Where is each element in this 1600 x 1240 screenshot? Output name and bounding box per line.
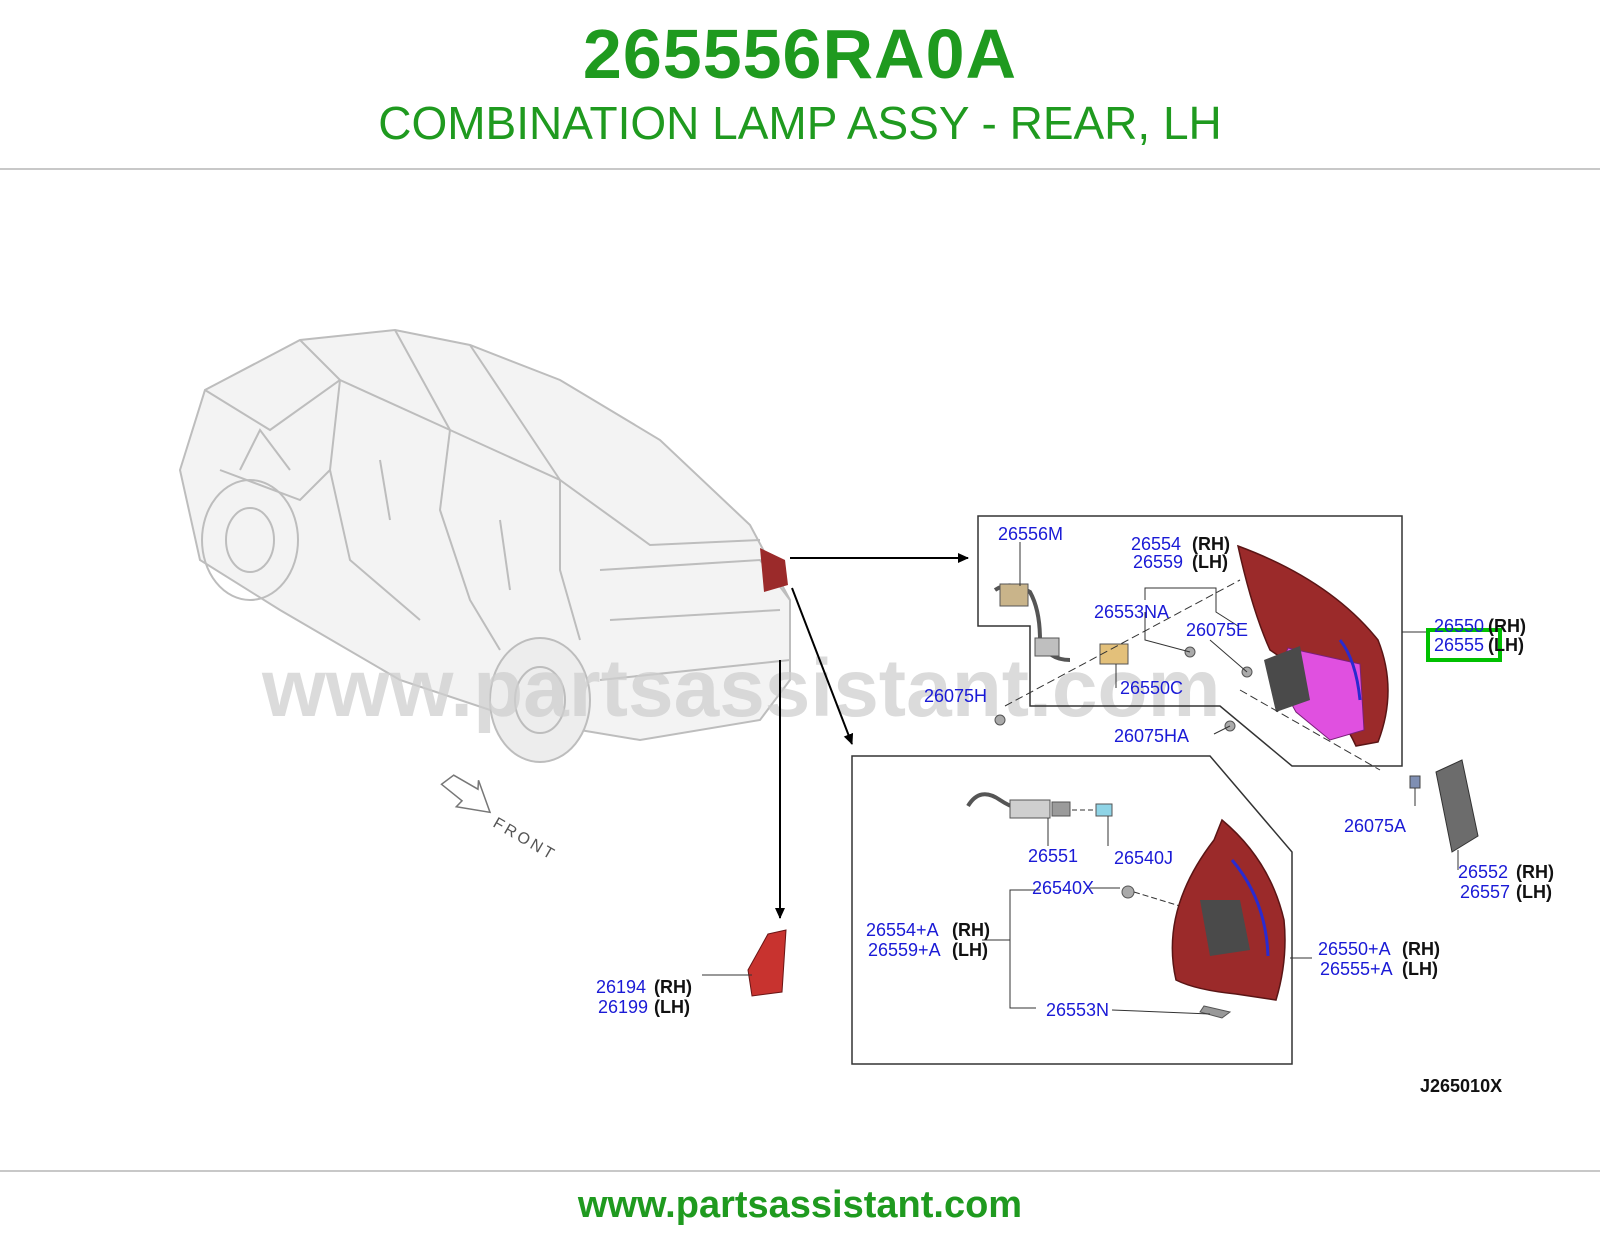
label-26199-lh: (LH) <box>654 997 690 1017</box>
header: 265556RA0A COMBINATION LAMP ASSY - REAR,… <box>0 0 1600 170</box>
label-26559A-lh: (LH) <box>952 940 988 960</box>
label-26555A: 26555+A <box>1320 959 1393 979</box>
label-26075A: 26075A <box>1344 816 1406 836</box>
footer-url-link[interactable]: www.partsassistant.com <box>577 1184 1023 1226</box>
highlight-box <box>1426 628 1502 662</box>
label-26552: 26552 <box>1458 862 1508 882</box>
label-26540X: 26540X <box>1032 878 1094 898</box>
part-number-title: 265556RA0A <box>582 15 1018 93</box>
label-26559-lh: (LH) <box>1192 552 1228 572</box>
label-26554A: 26554+A <box>866 920 939 940</box>
label-26075E: 26075E <box>1186 620 1248 640</box>
label-26540J: 26540J <box>1114 848 1173 868</box>
label-26199: 26199 <box>598 997 648 1017</box>
bolt-26075A <box>1409 775 1421 806</box>
label-26550A: 26550+A <box>1318 939 1391 959</box>
label-26550A-rh: (RH) <box>1402 939 1440 959</box>
label-26552-rh: (RH) <box>1516 862 1554 882</box>
watermark: www.partsassistant.com <box>261 643 1221 734</box>
rear-reflector <box>702 929 787 997</box>
label-26551: 26551 <box>1028 846 1078 866</box>
vehicle-illustration <box>178 328 791 763</box>
diagram-code: J265010X <box>1420 1076 1502 1096</box>
label-26555A-lh: (LH) <box>1402 959 1438 979</box>
label-26194-rh: (RH) <box>654 977 692 997</box>
arrow-to-lower-box <box>791 587 854 745</box>
lower-detail-box <box>851 755 1312 1065</box>
rear-combination-lamp-lower <box>1171 818 1286 1001</box>
label-26550C: 26550C <box>1120 678 1183 698</box>
label-26550: 26550 <box>1434 616 1484 636</box>
upper-detail-box <box>977 515 1428 771</box>
label-26553N: 26553N <box>1046 1000 1109 1020</box>
parts-diagram: FRONT www.partsassistant.com <box>178 328 1554 1096</box>
top-divider <box>0 168 1600 170</box>
label-26559A: 26559+A <box>868 940 941 960</box>
label-26075H: 26075H <box>924 686 987 706</box>
front-direction-arrow: FRONT <box>440 774 559 865</box>
cover-26552 <box>1435 759 1479 870</box>
label-26550-rh: (RH) <box>1488 616 1526 636</box>
label-26075HA: 26075HA <box>1114 726 1189 746</box>
label-26554-rh: (RH) <box>1192 534 1230 554</box>
label-26556M: 26556M <box>998 524 1063 544</box>
front-label: FRONT <box>490 815 559 865</box>
part-description: COMBINATION LAMP ASSY - REAR, LH <box>378 97 1222 149</box>
label-26559: 26559 <box>1133 552 1183 572</box>
label-26554: 26554 <box>1131 534 1181 554</box>
label-26553NA: 26553NA <box>1094 602 1169 622</box>
label-26555-lh: (LH) <box>1488 635 1524 655</box>
label-26555: 26555 <box>1434 635 1484 655</box>
rear-combination-lamp-upper <box>1236 544 1389 747</box>
vehicle-tail-lamp-marker <box>760 548 788 592</box>
label-26557-lh: (LH) <box>1516 882 1552 902</box>
bottom-divider <box>0 1170 1600 1172</box>
label-26557: 26557 <box>1460 882 1510 902</box>
label-26554A-rh: (RH) <box>952 920 990 940</box>
label-26194: 26194 <box>596 977 646 997</box>
